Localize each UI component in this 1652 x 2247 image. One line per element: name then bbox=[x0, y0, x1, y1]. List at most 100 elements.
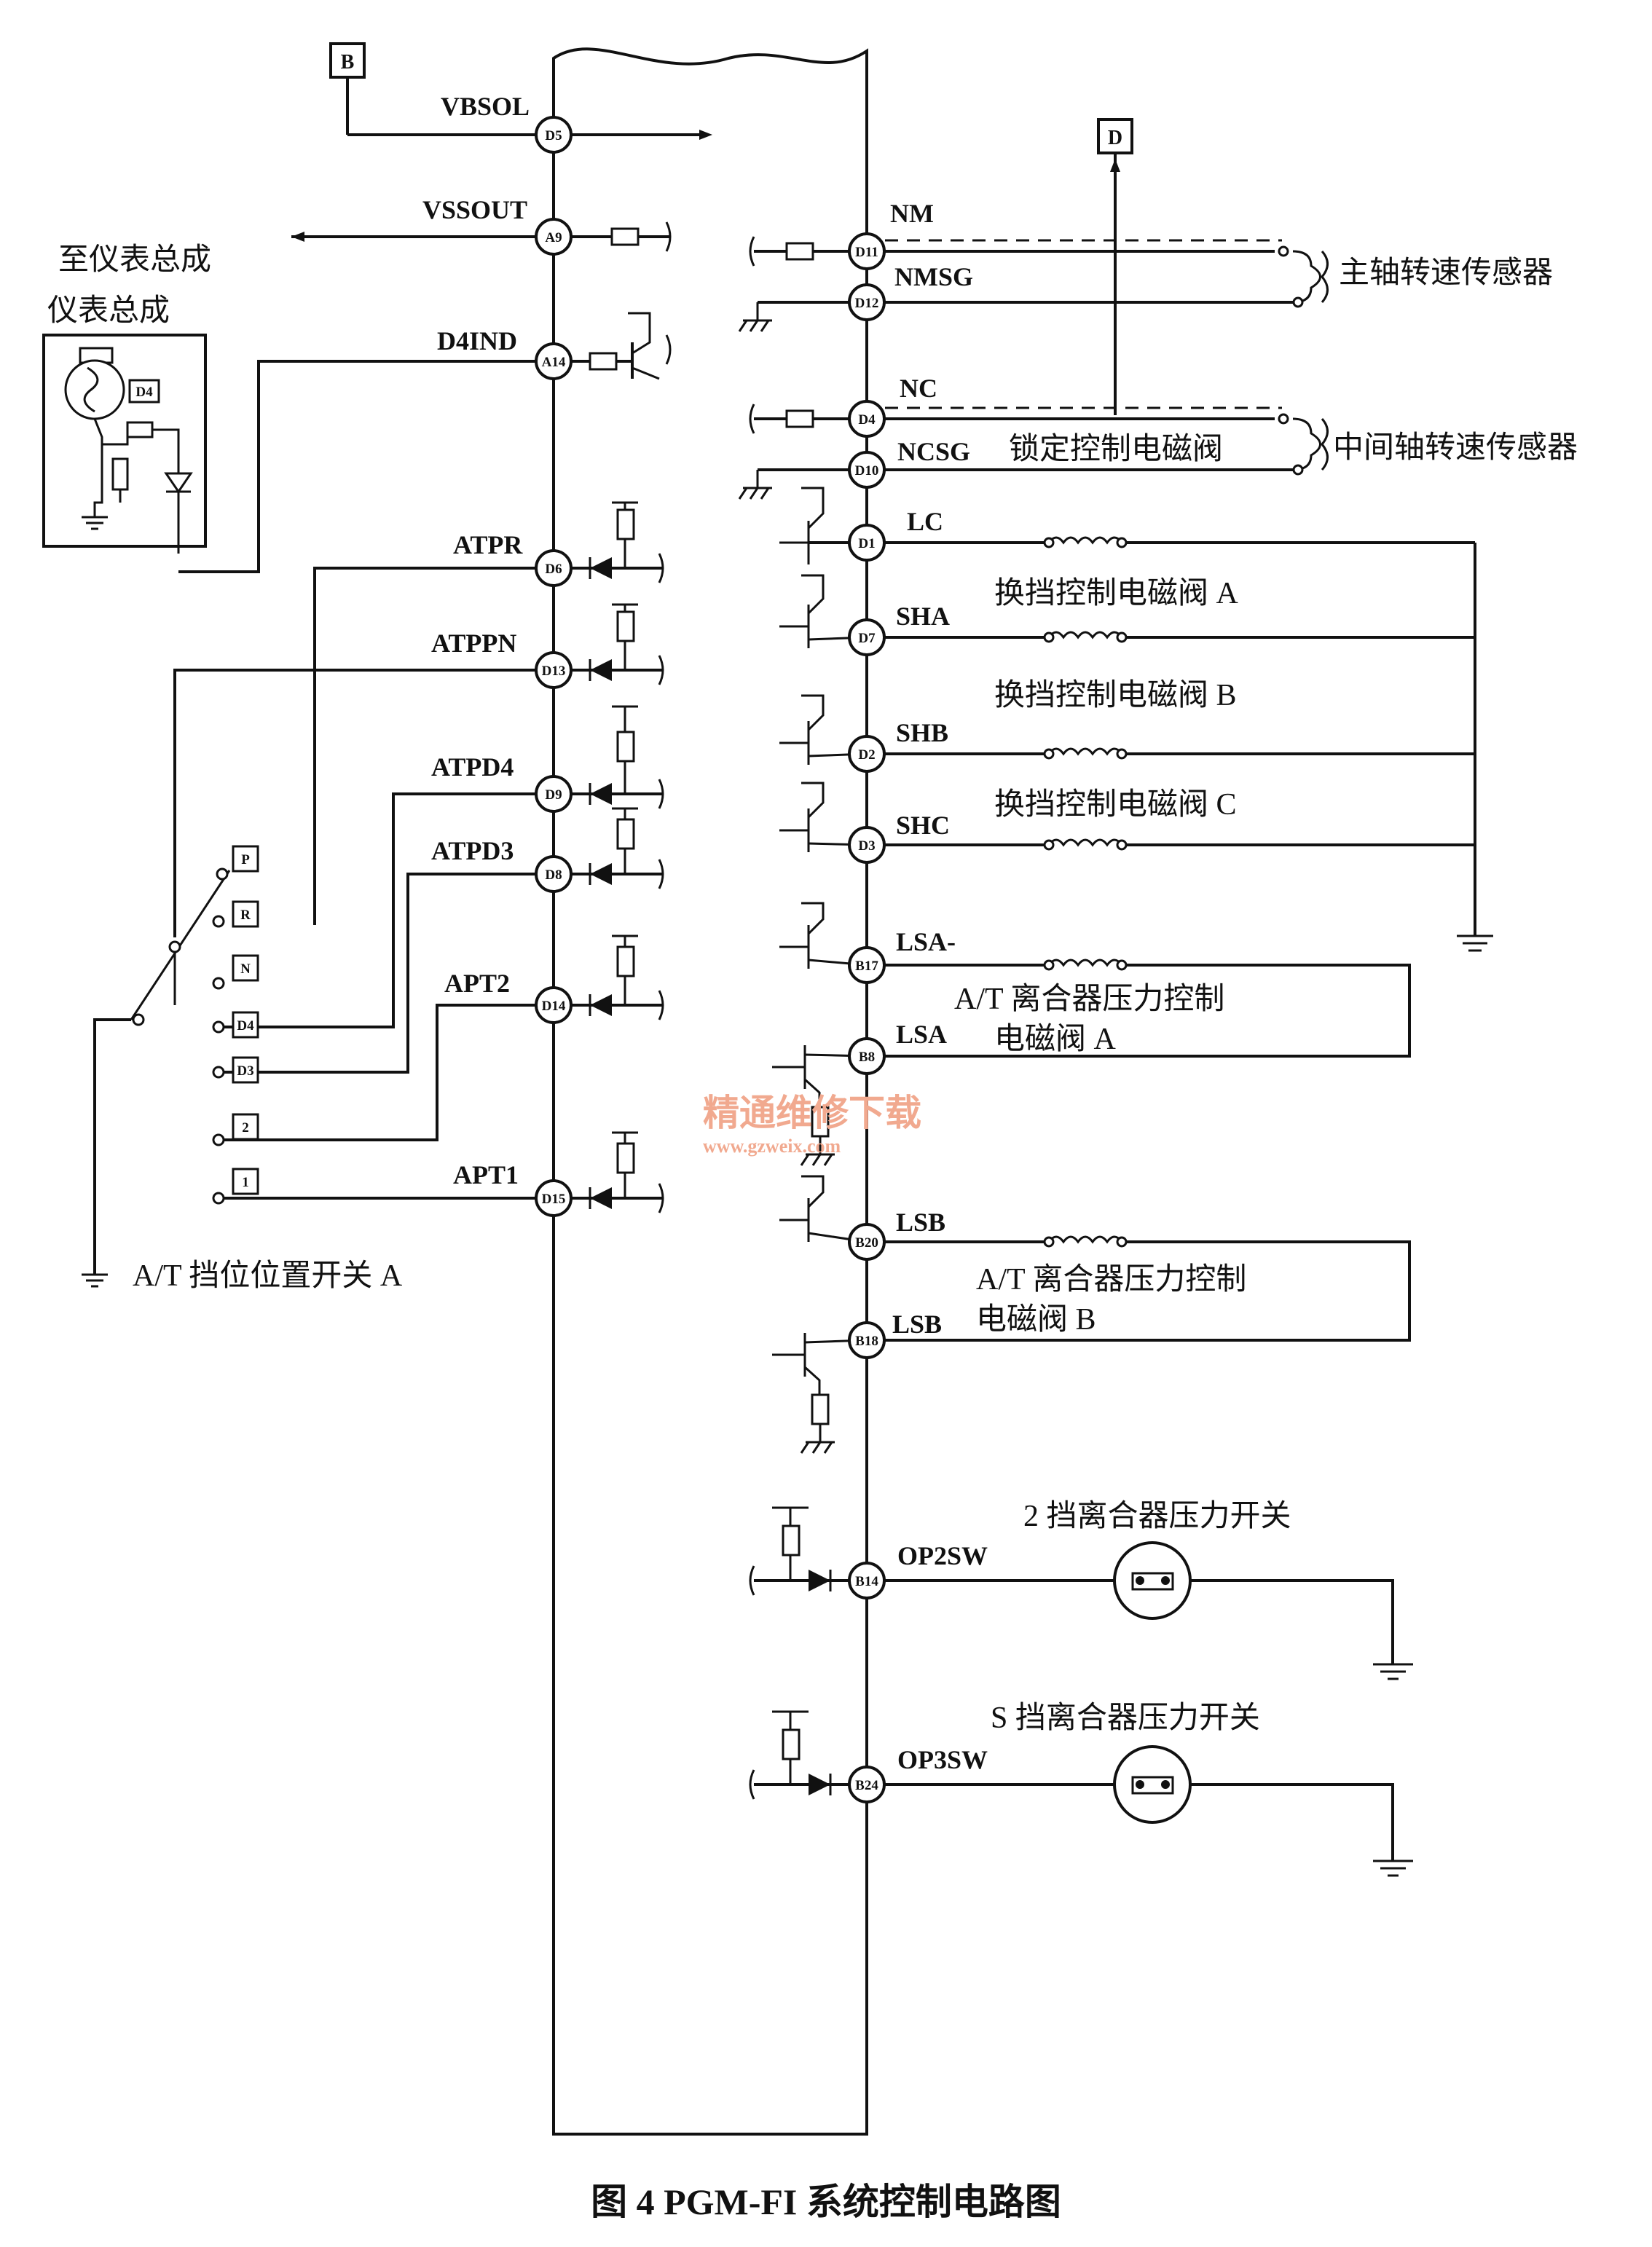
svg-text:B24: B24 bbox=[855, 1778, 878, 1793]
figure-caption: 图 4 PGM-FI 系统控制电路图 bbox=[591, 2181, 1061, 2222]
svg-text:NM: NM bbox=[890, 199, 934, 228]
switch-position-d3: D3 bbox=[232, 1056, 259, 1084]
pin-atpr: ATPR D6 bbox=[453, 530, 573, 587]
lsa-solenoid-label-2: 电磁阀 A bbox=[994, 1023, 1117, 1056]
input-circuit-atpd3 bbox=[554, 807, 664, 889]
svg-text:VSSOUT: VSSOUT bbox=[422, 195, 527, 224]
solenoid-drivers: 换挡控制电磁阀 A 换挡控制电磁阀 B 换挡控制电磁阀 C A/T 离合器压力控… bbox=[772, 487, 1493, 1454]
shift-solenoid-c-label: 换挡控制电磁阀 C bbox=[994, 788, 1237, 822]
driver-lsa bbox=[772, 902, 1411, 1166]
svg-text:D2: D2 bbox=[858, 747, 875, 763]
shift-solenoid-a-label: 换挡控制电磁阀 A bbox=[994, 577, 1239, 610]
op2-switch-label: 2 挡离合器压力开关 bbox=[1023, 1499, 1291, 1533]
svg-text:D10: D10 bbox=[855, 463, 879, 479]
svg-text:D11: D11 bbox=[855, 245, 878, 260]
pin-nm: NM D11 bbox=[848, 199, 934, 270]
svg-text:SHC: SHC bbox=[896, 811, 950, 840]
svg-text:P: P bbox=[241, 852, 250, 867]
input-circuit-atpd4 bbox=[554, 705, 664, 809]
switch-position-2: 2 bbox=[232, 1113, 259, 1141]
pin-ncsg: NCSG D10 bbox=[848, 437, 970, 489]
lsb-solenoid-label-2: 电磁阀 B bbox=[976, 1303, 1096, 1337]
connector-d: D bbox=[1097, 118, 1133, 415]
svg-text:NMSG: NMSG bbox=[894, 262, 973, 291]
meter-assembly: 至仪表总成 仪表总成 D4 bbox=[42, 243, 211, 554]
lsa-solenoid-label-1: A/T 离合器压力控制 bbox=[954, 982, 1224, 1016]
svg-text:D7: D7 bbox=[858, 631, 876, 646]
svg-text:D8: D8 bbox=[545, 867, 562, 883]
svg-text:ATPPN: ATPPN bbox=[431, 629, 516, 658]
svg-text:ATPD3: ATPD3 bbox=[431, 836, 514, 865]
svg-text:NCSG: NCSG bbox=[897, 437, 970, 466]
driver-sha bbox=[779, 574, 1475, 648]
svg-text:APT2: APT2 bbox=[444, 969, 510, 998]
svg-text:SHB: SHB bbox=[896, 718, 948, 747]
watermark: 精通维修下载 www.gzweix.com bbox=[703, 1093, 921, 1157]
switch-position-1: 1 bbox=[232, 1168, 259, 1195]
driver-lsb bbox=[772, 1175, 1411, 1454]
switch-position-r: R bbox=[232, 900, 259, 928]
op3-switch-circuit: S 挡离合器压力开关 bbox=[749, 1701, 1413, 1877]
svg-text:D4IND: D4IND bbox=[437, 326, 517, 355]
vssout-circuit bbox=[291, 221, 672, 252]
pin-atppn: ATPPN D13 bbox=[431, 629, 573, 689]
svg-text:D15: D15 bbox=[542, 1192, 566, 1207]
svg-text:A9: A9 bbox=[545, 230, 562, 245]
svg-text:OP2SW: OP2SW bbox=[897, 1541, 988, 1570]
solenoid-ground-bus bbox=[1457, 543, 1493, 952]
svg-text:OP3SW: OP3SW bbox=[897, 1745, 988, 1774]
switch-positions: P R N D4 D3 2 1 bbox=[232, 845, 259, 1195]
pin-shb: SHB D2 bbox=[848, 718, 948, 773]
svg-text:ATPR: ATPR bbox=[453, 530, 523, 559]
svg-text:D4: D4 bbox=[858, 412, 876, 428]
svg-text:D3: D3 bbox=[237, 1063, 253, 1079]
shift-solenoid-b-label: 换挡控制电磁阀 B bbox=[994, 679, 1237, 712]
svg-text:B20: B20 bbox=[855, 1235, 878, 1251]
op3-switch-label: S 挡离合器压力开关 bbox=[991, 1701, 1260, 1735]
meter-to-label: 至仪表总成 bbox=[58, 243, 211, 277]
switch-position-p: P bbox=[232, 845, 259, 873]
svg-text:D6: D6 bbox=[545, 562, 562, 577]
svg-text:LC: LC bbox=[907, 507, 943, 536]
svg-text:D4: D4 bbox=[237, 1018, 254, 1034]
d4ind-circuit bbox=[178, 312, 672, 573]
watermark-site: 精通维修下载 bbox=[703, 1093, 921, 1133]
connector-b-label: B bbox=[341, 51, 355, 74]
ecm-body bbox=[552, 47, 868, 2136]
switch-wiring: A/T 挡位位置开关 A bbox=[82, 567, 554, 1293]
driver-shb bbox=[779, 694, 1475, 765]
svg-text:D13: D13 bbox=[542, 664, 566, 679]
driver-shc bbox=[779, 782, 1475, 852]
pin-op2sw: OP2SW B14 bbox=[848, 1541, 988, 1599]
pin-vssout: VSSOUT A9 bbox=[422, 195, 573, 256]
svg-text:D12: D12 bbox=[855, 296, 879, 311]
countershaft-sensor-label: 中间轴转速传感器 bbox=[1333, 431, 1578, 465]
op2-switch-circuit: 2 挡离合器压力开关 bbox=[749, 1499, 1413, 1680]
svg-text:B14: B14 bbox=[855, 1574, 878, 1589]
svg-text:LSA-: LSA- bbox=[896, 927, 956, 956]
svg-text:D1: D1 bbox=[858, 536, 875, 551]
svg-text:B17: B17 bbox=[855, 959, 878, 974]
meter-label: 仪表总成 bbox=[47, 294, 170, 328]
driver-lc bbox=[779, 487, 1475, 564]
speed-sensor-wiring: 主轴转速传感器 中间轴转速传感器 锁定控制电磁阀 bbox=[738, 236, 1578, 500]
pressure-switches: 2 挡离合器压力开关 S 挡离合器压力开关 bbox=[749, 1499, 1413, 1877]
svg-text:VBSOL: VBSOL bbox=[441, 92, 530, 121]
pin-lsa-minus: LSA- B17 bbox=[848, 927, 956, 984]
connector-d-label: D bbox=[1108, 127, 1122, 149]
svg-text:ATPD4: ATPD4 bbox=[431, 752, 514, 782]
svg-text:B8: B8 bbox=[859, 1050, 875, 1065]
pin-lc: LC D1 bbox=[848, 507, 943, 562]
